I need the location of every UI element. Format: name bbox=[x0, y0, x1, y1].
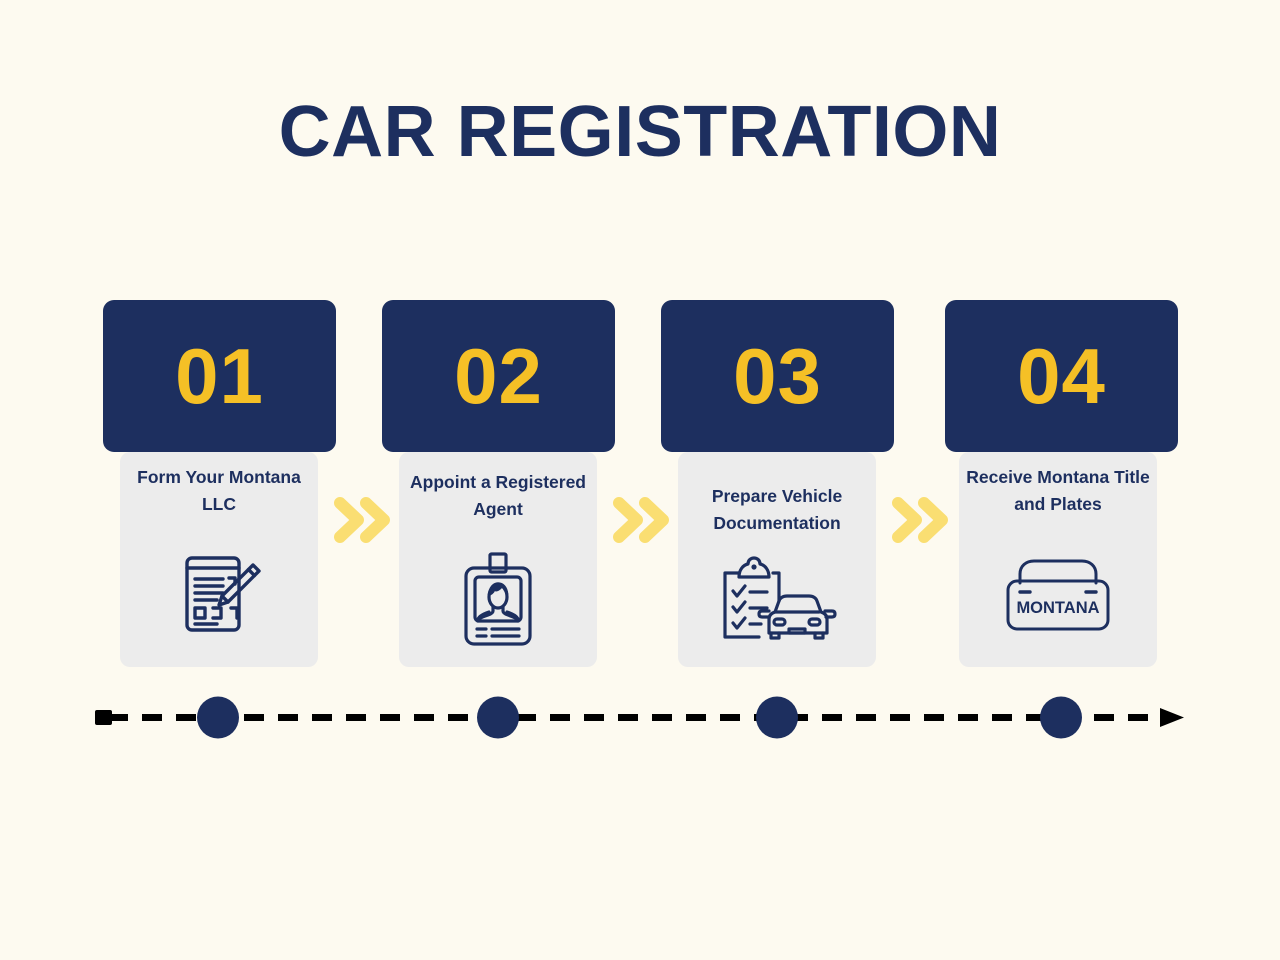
document-pencil-icon bbox=[120, 548, 318, 640]
steps-container: 01 Form Your Montana LLC bbox=[0, 300, 1280, 670]
step-number: 03 bbox=[733, 332, 822, 420]
page-title: CAR REGISTRATION bbox=[278, 92, 1002, 172]
step-card-02[interactable]: 02 Appoint a Registered Agent bbox=[382, 300, 615, 668]
double-chevron-right-icon-2 bbox=[605, 485, 675, 555]
step-card-04[interactable]: 04 Receive Montana Title and Plates MONT… bbox=[945, 300, 1178, 668]
step-card-header: 01 bbox=[103, 300, 336, 452]
double-chevron-right-icon-1 bbox=[326, 485, 396, 555]
plate-text: MONTANA bbox=[1016, 599, 1099, 617]
arrow-head-icon bbox=[1160, 708, 1184, 727]
timeline-dot-4 bbox=[1040, 696, 1082, 739]
step-card-header: 03 bbox=[661, 300, 894, 452]
step-card-03[interactable]: 03 Prepare Vehicle Documentation bbox=[661, 300, 894, 668]
step-card-header: 02 bbox=[382, 300, 615, 452]
step-label: Form Your Montana LLC bbox=[137, 467, 301, 515]
timeline bbox=[0, 690, 1280, 746]
step-card-body bbox=[678, 452, 876, 667]
timeline-dot-1 bbox=[197, 696, 239, 739]
step-number: 04 bbox=[1017, 332, 1106, 420]
step-label: Prepare Vehicle Documentation bbox=[711, 486, 843, 534]
timeline-start-marker bbox=[95, 710, 112, 725]
step-number: 02 bbox=[454, 332, 543, 420]
license-plate-icon: MONTANA bbox=[959, 555, 1157, 635]
timeline-dot-2 bbox=[477, 696, 519, 739]
step-label: Receive Montana Title and Plates bbox=[966, 467, 1150, 515]
step-number: 01 bbox=[175, 332, 264, 420]
step-card-01[interactable]: 01 Form Your Montana LLC bbox=[103, 300, 336, 668]
step-label: Appoint a Registered Agent bbox=[410, 472, 586, 520]
clipboard-car-icon bbox=[678, 555, 876, 645]
step-card-header: 04 bbox=[945, 300, 1178, 452]
double-chevron-right-icon-3 bbox=[884, 485, 954, 555]
id-badge-icon bbox=[399, 550, 597, 648]
step-card-body bbox=[399, 452, 597, 667]
timeline-dot-3 bbox=[756, 696, 798, 739]
